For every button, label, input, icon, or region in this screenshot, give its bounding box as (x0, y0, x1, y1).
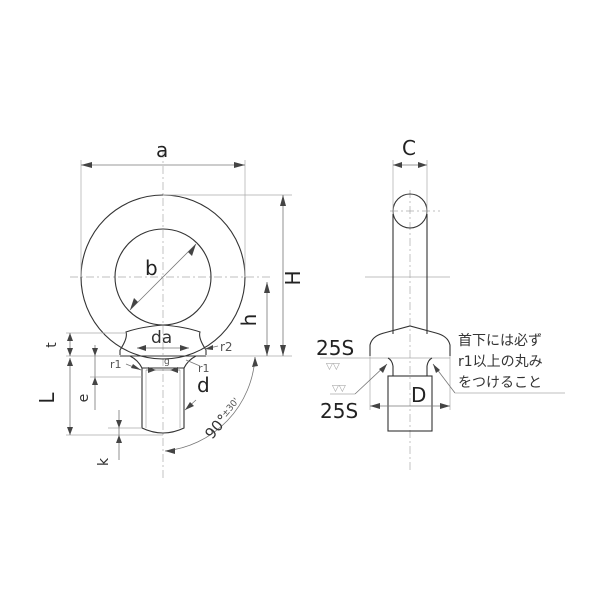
threaded-shank (141, 367, 185, 434)
collar-top (119, 324, 207, 351)
label-da: da (151, 328, 172, 348)
side-view: C D 25S ▽▽ ▽▽ 25S 首下には必ず r1以上の丸み をつけること (316, 136, 565, 470)
label-g: g (164, 357, 170, 367)
label-b: b (145, 256, 158, 280)
label-k: k (96, 457, 112, 466)
dim-b-line (129, 243, 197, 311)
angle-label: 90° ±30' (201, 397, 241, 443)
label-H: H (281, 270, 305, 285)
label-r1-left: r1 (110, 358, 122, 371)
label-a: a (156, 138, 168, 162)
side-shank (387, 375, 433, 432)
angle-arc (164, 356, 256, 452)
label-r1-right: r1 (198, 362, 210, 375)
note-line-3: をつけること (458, 375, 542, 391)
finish-label-top: 25S (316, 336, 354, 360)
note-line-1: 首下には必ず (458, 333, 542, 349)
finish-symbol-bottom: ▽▽ (332, 384, 346, 394)
r1-left-fillet (129, 355, 143, 369)
label-r2: r2 (220, 340, 233, 354)
finish-label-bottom: 25S (320, 399, 358, 423)
note-line-2: r1以上の丸み (458, 354, 543, 370)
label-t: t (44, 342, 60, 348)
label-D: D (411, 383, 426, 407)
label-h: h (237, 314, 261, 327)
label-L: L (35, 392, 59, 404)
label-angle-tolerance: ±30' (220, 397, 241, 420)
finish-symbol-top: ▽▽ (326, 362, 340, 372)
front-view: a b H h da g r1 r1 (35, 138, 305, 480)
label-e: e (76, 394, 92, 403)
side-collar (369, 325, 451, 356)
label-d: d (197, 373, 210, 397)
label-C: C (402, 136, 416, 160)
